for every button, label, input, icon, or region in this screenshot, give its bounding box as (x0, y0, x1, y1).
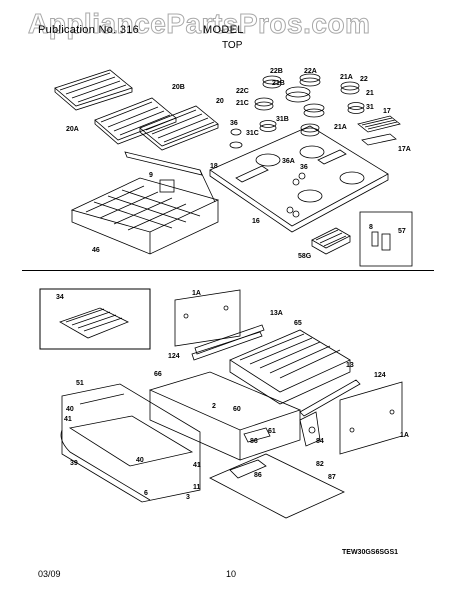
broiler-65 (229, 329, 351, 405)
callout-31C: 31C (246, 130, 259, 137)
callout-61: 61 (268, 428, 276, 435)
callout-20A: 20A (66, 126, 79, 133)
callout-22: 22 (360, 76, 368, 83)
ignitor-inset (359, 211, 413, 267)
callout-22A: 22A (304, 68, 317, 75)
callout-66: 66 (154, 371, 162, 378)
model-number: MODEL (203, 24, 244, 36)
callout-31: 31 (366, 104, 374, 111)
publication-number: Publication No. 316 (38, 24, 140, 36)
accessory-17 (357, 115, 401, 146)
grate-20 (139, 105, 219, 151)
callout-41-right: 41 (193, 462, 201, 469)
callout-40-left: 40 (66, 406, 74, 413)
callout-39: 39 (70, 460, 78, 467)
rack-inset-34 (39, 288, 151, 350)
callout-1A-top: 1A (192, 290, 201, 297)
callout-22B: 22B (270, 68, 283, 75)
callout-21: 21 (366, 90, 374, 97)
drawing-code: TEW30GS6SGS1 (342, 549, 399, 556)
callout-6: 6 (144, 490, 148, 497)
callout-36A: 36A (282, 158, 295, 165)
callout-65: 65 (294, 320, 302, 327)
callout-16: 16 (252, 218, 260, 225)
callout-86-upper: 86 (250, 438, 258, 445)
callout-40-right: 40 (136, 457, 144, 464)
callout-84: 84 (316, 438, 324, 445)
callout-9: 9 (149, 172, 153, 179)
grate-20A (54, 69, 133, 111)
trim-18 (124, 151, 216, 203)
callout-21B: 21B (272, 80, 285, 87)
callout-2: 2 (212, 403, 216, 410)
oven-panel-1A-right (339, 381, 403, 455)
callout-34: 34 (56, 294, 64, 301)
watermark: AppliancePartsPros.com (27, 8, 371, 40)
publication-header: Publication No. 316 MODEL (38, 24, 243, 36)
callout-21A: 21A (340, 74, 353, 81)
callout-46: 46 (92, 247, 100, 254)
callout-22C: 22C (236, 88, 249, 95)
section-title: TOP (222, 40, 243, 51)
callout-3: 3 (186, 494, 190, 501)
callout-124-right: 124 (374, 372, 386, 379)
callout-13A: 13A (270, 310, 283, 317)
grate-20B (94, 97, 177, 145)
callout-60: 60 (233, 406, 241, 413)
callout-31B: 31B (276, 116, 289, 123)
callout-57: 57 (398, 228, 406, 235)
callout-11: 11 (193, 484, 201, 491)
callout-36-lower: 36 (300, 164, 308, 171)
callout-20B: 20B (172, 84, 185, 91)
oven-front-2 (148, 371, 302, 461)
hinge-parts (243, 411, 321, 447)
storage-door (60, 383, 201, 503)
callout-17A: 17A (398, 146, 411, 153)
callout-86-lower: 86 (254, 472, 262, 479)
drip-pan-58G (311, 227, 351, 255)
callout-58G: 58G (298, 253, 312, 260)
callout-36: 36 (230, 120, 238, 127)
callout-17: 17 (383, 108, 391, 115)
footer-page-number: 10 (226, 569, 237, 579)
burner-caps (229, 73, 365, 149)
callout-8: 8 (369, 224, 373, 231)
callout-21C: 21C (236, 100, 249, 107)
callout-13: 13 (346, 362, 354, 369)
section-divider (22, 270, 434, 271)
callout-21A-lower: 21A (334, 124, 347, 131)
callout-1A-right: 1A (400, 432, 409, 439)
drawer-bottom-87 (209, 453, 345, 519)
callout-18: 18 (210, 163, 218, 170)
vent-13A (191, 324, 265, 361)
footer-date: 03/09 (38, 569, 61, 579)
cooktop-16 (209, 125, 389, 233)
callout-41-left: 41 (64, 416, 72, 423)
callout-124-left: 124 (168, 353, 180, 360)
callout-51: 51 (76, 380, 84, 387)
oven-panel-1A-top (174, 289, 241, 347)
callout-87: 87 (328, 474, 336, 481)
burner-box-46 (70, 177, 220, 255)
callout-20: 20 (216, 98, 224, 105)
callout-82: 82 (316, 461, 324, 468)
side-rail-13 (299, 379, 361, 417)
